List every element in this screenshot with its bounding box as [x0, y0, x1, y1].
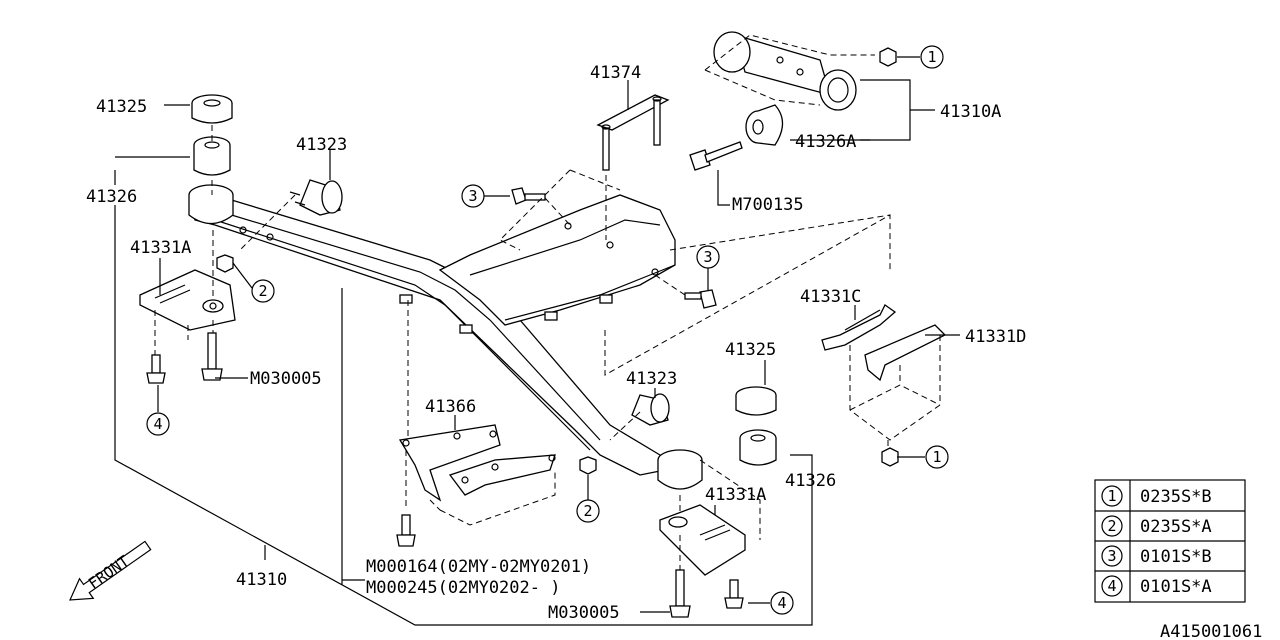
callout-4-left: 4	[146, 412, 170, 436]
part-41331a-right	[659, 504, 746, 576]
bolt-4-right	[724, 579, 744, 609]
label-41331a-right: 41331A	[705, 485, 766, 505]
nut-1-top	[879, 47, 897, 67]
callout-2-right: 2	[576, 499, 600, 523]
leader-lines	[114, 56, 960, 626]
part-41331d	[864, 324, 947, 382]
part-41323-right	[631, 393, 670, 426]
label-41331c: 41331C	[800, 287, 861, 307]
svg-text:0235S*A: 0235S*A	[1140, 517, 1212, 537]
legend-row: 3 0101S*B	[1101, 545, 1212, 567]
bolt-3-upper	[511, 187, 546, 205]
callout-3-right: 3	[696, 245, 720, 269]
label-41325-left: 41325	[96, 97, 147, 117]
label-41366: 41366	[425, 397, 476, 417]
nut-2-right	[579, 456, 597, 475]
label-41325-right: 41325	[725, 340, 776, 360]
callout-2-left: 2	[251, 279, 275, 303]
callout-4-right: 4	[770, 591, 794, 615]
svg-text:3: 3	[703, 248, 712, 266]
part-41366	[398, 424, 556, 502]
label-m000245: M000245(02MY0202- )	[366, 578, 560, 598]
svg-text:1: 1	[1107, 487, 1116, 505]
svg-text:1: 1	[927, 48, 936, 66]
part-41331a-left	[139, 269, 236, 331]
label-41310: 41310	[236, 570, 287, 590]
label-41326-left: 41326	[86, 187, 137, 207]
callout-1-lower: 1	[925, 445, 949, 469]
part-41374	[596, 94, 670, 171]
nut-1-lower	[881, 447, 899, 467]
legend-row: 1 0235S*B	[1101, 485, 1212, 507]
bolt-m030005-bottom	[669, 569, 691, 618]
part-41326a	[745, 104, 784, 146]
svg-text:1: 1	[932, 448, 941, 466]
bolt-m000164	[396, 514, 416, 547]
svg-text:0101S*A: 0101S*A	[1140, 577, 1212, 597]
label-41374: 41374	[590, 63, 641, 83]
legend-row: 4 0101S*A	[1101, 575, 1212, 597]
label-m030005-left: M030005	[250, 369, 322, 389]
nut-2-left	[216, 254, 234, 273]
legend-row: 2 0235S*A	[1101, 515, 1212, 537]
legend-table: 1 0235S*B 2 0235S*A 3 0101S*B 4 0101S*A	[1094, 479, 1246, 603]
label-41310a: 41310A	[940, 102, 1001, 122]
part-41325-right	[735, 386, 777, 416]
bolt-4-left	[146, 354, 166, 384]
label-m700135: M700135	[732, 195, 804, 215]
part-41331c	[821, 304, 897, 351]
svg-text:4: 4	[1107, 577, 1116, 595]
bolt-m030005-left	[201, 332, 223, 381]
svg-text:0101S*B: 0101S*B	[1140, 547, 1212, 567]
label-41326-right: 41326	[785, 471, 836, 491]
svg-text:4: 4	[153, 415, 162, 433]
rear-crossmember-frame	[188, 184, 703, 490]
svg-text:2: 2	[1107, 517, 1116, 535]
label-41331d: 41331D	[965, 327, 1026, 347]
label-41323-right: 41323	[626, 369, 677, 389]
bolt-3-right	[684, 289, 717, 309]
svg-text:0235S*B: 0235S*B	[1140, 487, 1212, 507]
diagram-id: A415001061	[1160, 622, 1262, 640]
svg-text:4: 4	[777, 594, 786, 612]
label-41331a-left: 41331A	[130, 238, 191, 258]
part-41325-left	[191, 94, 233, 124]
label-m000164: M000164(02MY-02MY0201)	[366, 557, 591, 577]
front-label: FRONT	[85, 552, 132, 593]
label-41323-left: 41323	[296, 135, 347, 155]
svg-text:3: 3	[1107, 547, 1116, 565]
bolt-m700135	[689, 141, 743, 171]
label-m030005-bottom: M030005	[548, 603, 620, 623]
label-41326a: 41326A	[795, 132, 856, 152]
callout-3-upper: 3	[461, 184, 485, 208]
svg-text:3: 3	[468, 187, 477, 205]
part-41326-left	[193, 136, 231, 176]
front-arrow: FRONT	[69, 540, 152, 601]
part-41326-right	[739, 429, 777, 466]
callout-1-top: 1	[920, 45, 944, 69]
part-41323-left	[289, 179, 343, 216]
svg-text:2: 2	[583, 502, 592, 520]
svg-text:2: 2	[258, 282, 267, 300]
